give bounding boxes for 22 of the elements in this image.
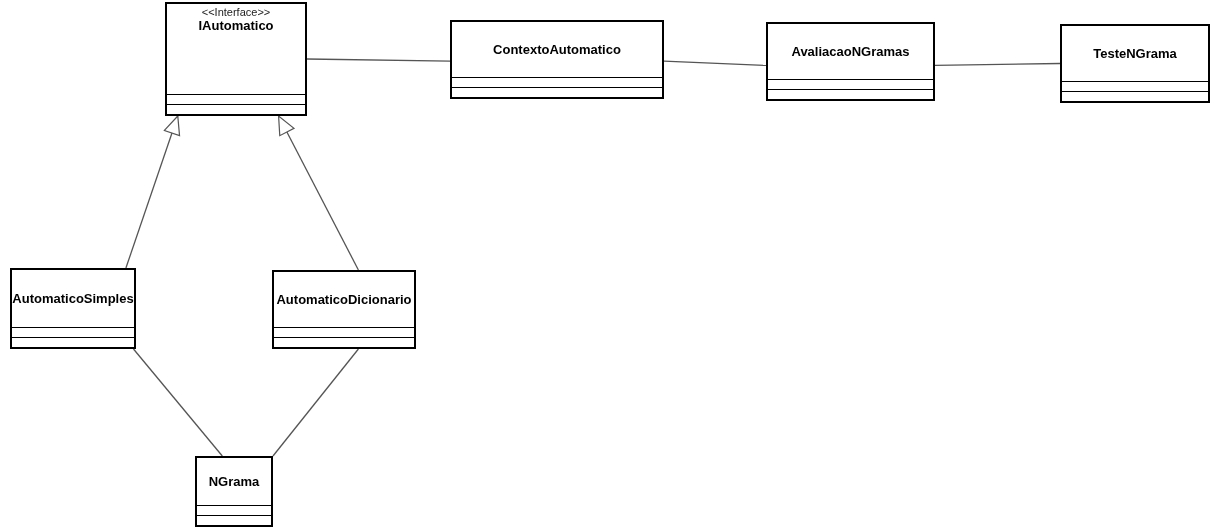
class-name: AvaliacaoNGramas — [791, 44, 910, 59]
class-name: TesteNGrama — [1093, 46, 1177, 61]
class-name: ContextoAutomatico — [493, 42, 621, 57]
generalization-arrow — [277, 115, 360, 271]
class-box — [450, 20, 664, 99]
association-line — [132, 348, 223, 457]
class-box — [1060, 24, 1210, 103]
association-line — [272, 348, 360, 457]
stereotype-label: <<Interface>> — [201, 6, 271, 18]
generalization-arrow — [125, 115, 181, 269]
class-box — [165, 2, 307, 116]
class-box — [272, 270, 416, 349]
class-box — [766, 22, 935, 101]
class-name: NGrama — [208, 474, 260, 489]
association-line — [306, 58, 451, 62]
class-name: AutomaticoDicionario — [276, 292, 412, 307]
class-name: AutomaticoSimples — [12, 291, 134, 306]
association-line — [663, 60, 767, 67]
class-box — [10, 268, 136, 349]
class-box — [195, 456, 273, 527]
class-name: IAutomatico — [198, 18, 274, 33]
association-line — [934, 62, 1061, 67]
